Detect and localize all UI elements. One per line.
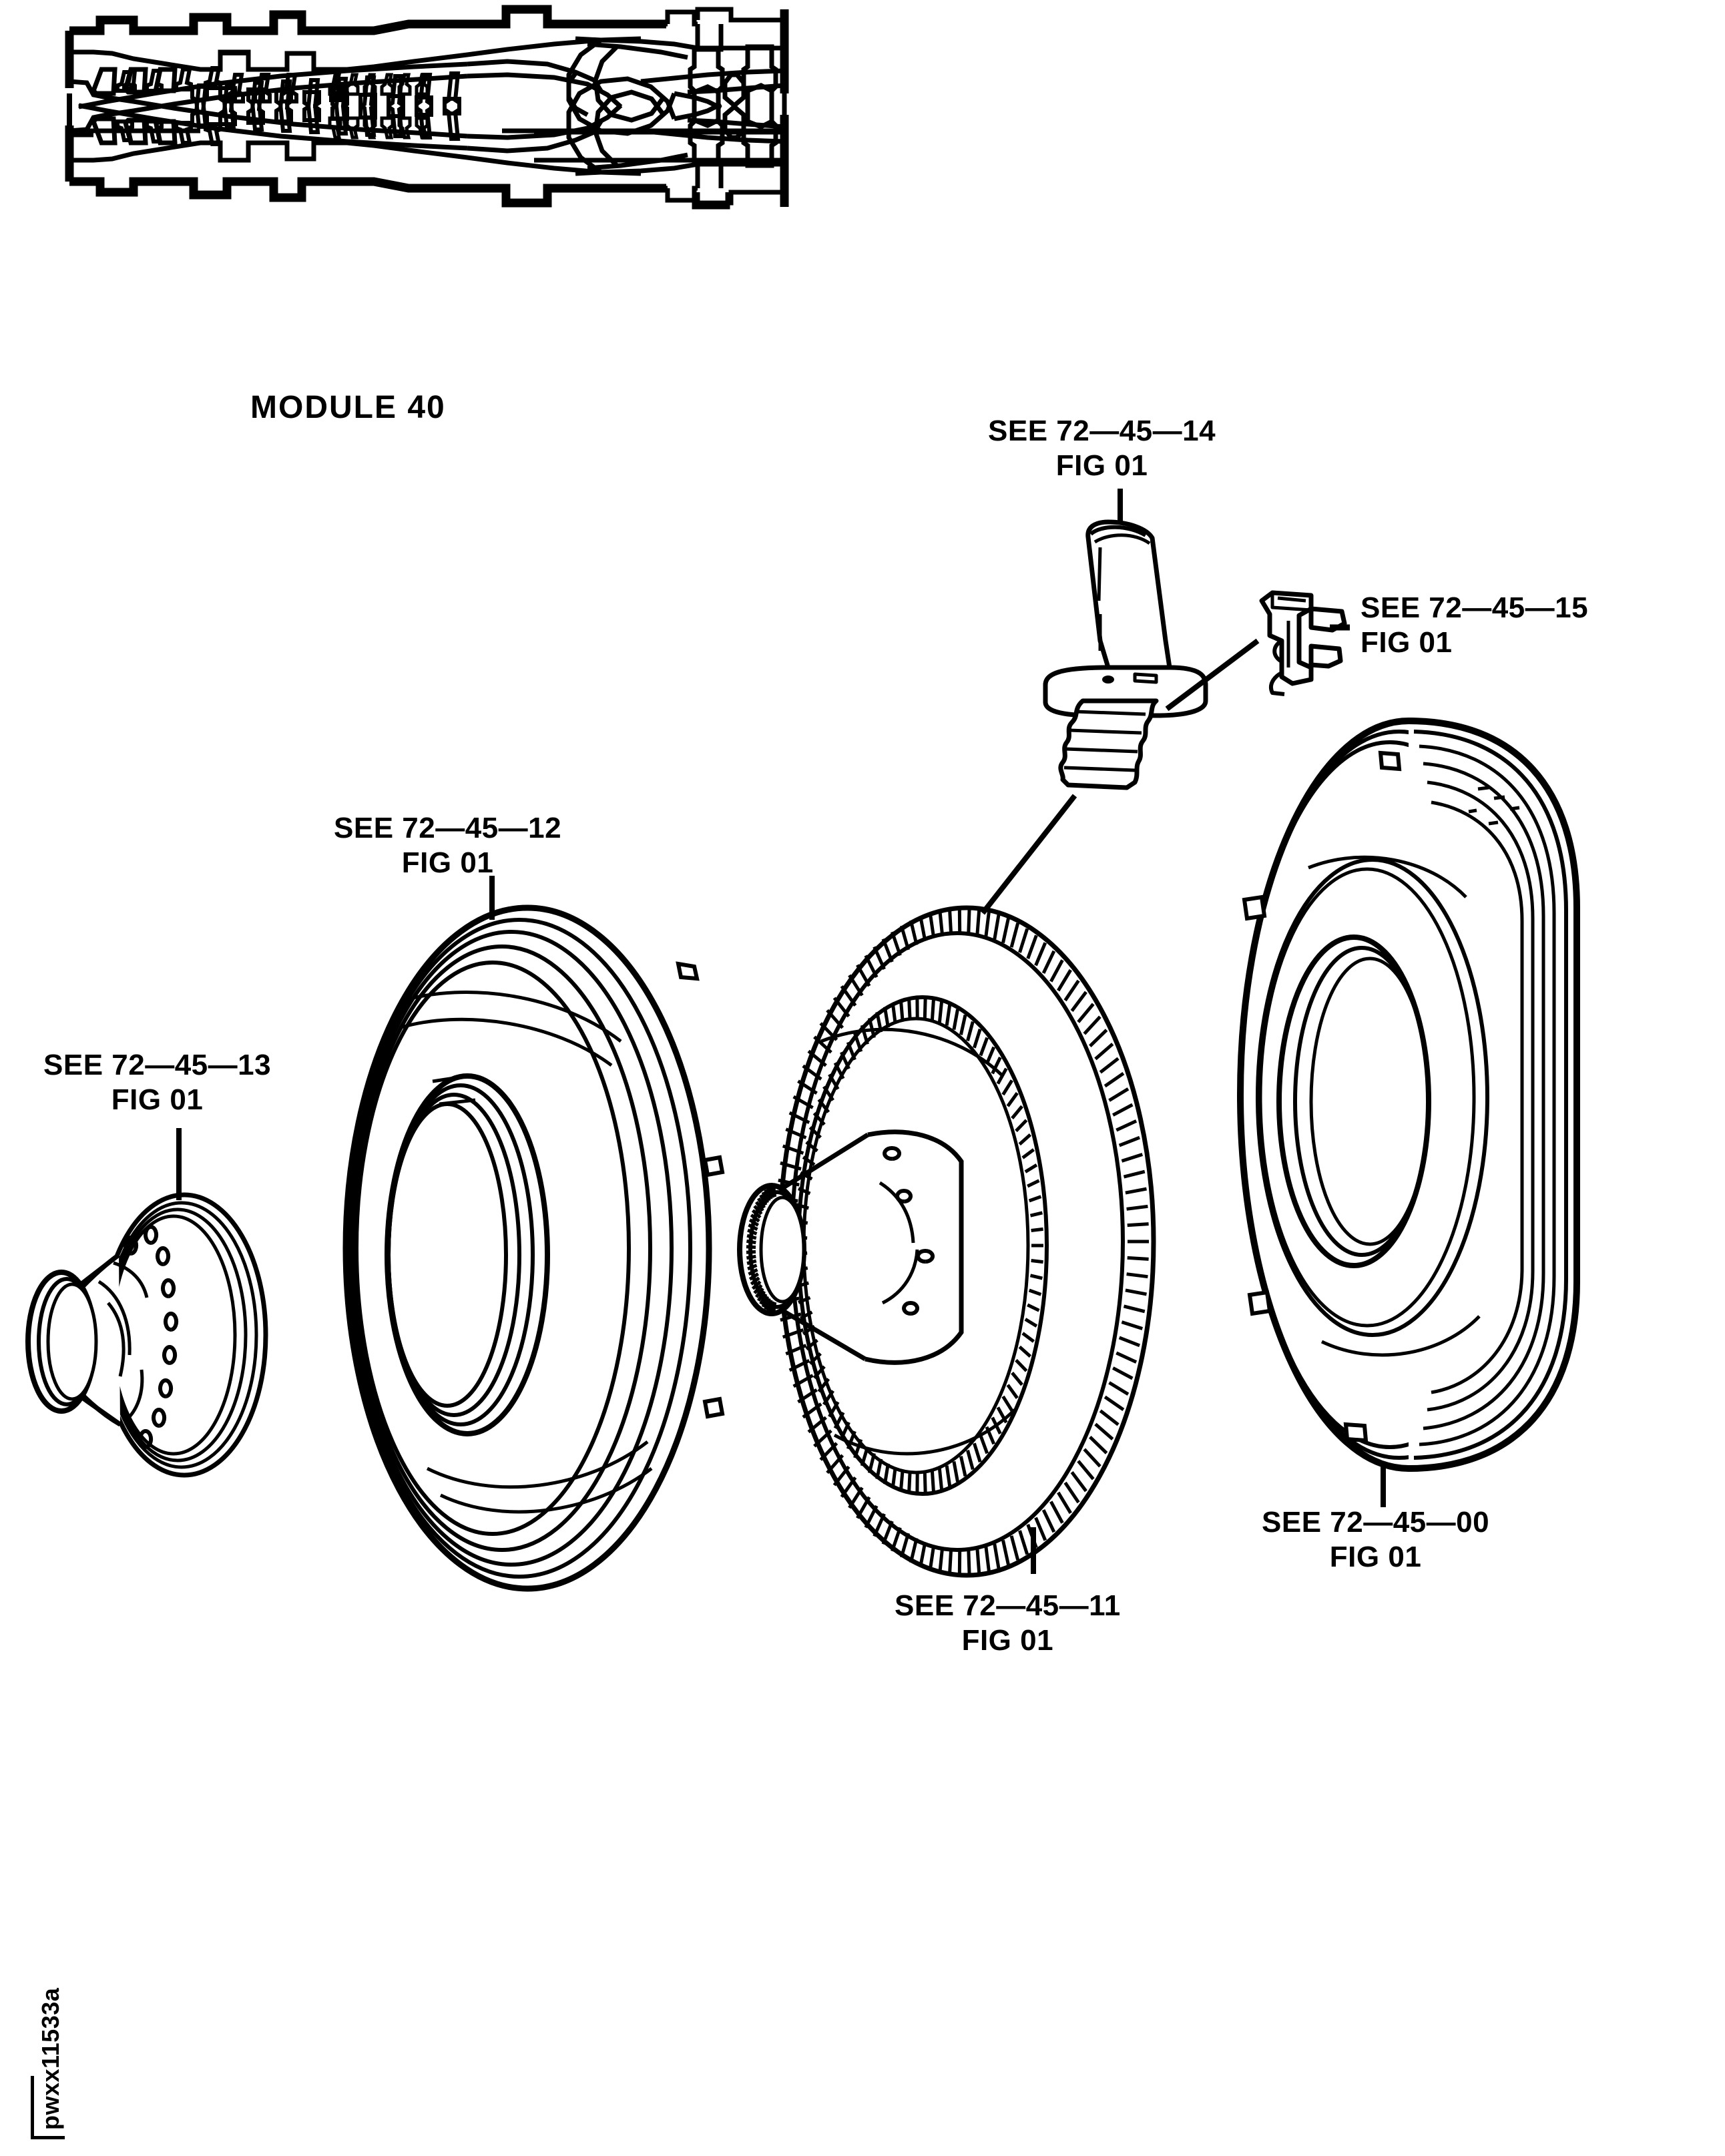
callout-line-2: FIG 01	[961, 1623, 1054, 1657]
callout-line-2: FIG 01	[1329, 1540, 1422, 1573]
callout-line-1: SEE 72—45—00	[1262, 1506, 1490, 1539]
callout-72-45-13: SEE 72—45—13 FIG 01	[43, 1048, 271, 1117]
callout-line-1: SEE 72—45—15	[1361, 591, 1589, 624]
callout-72-45-11: SEE 72—45—11 FIG 01	[895, 1589, 1121, 1658]
leader-clip-to-blade	[1165, 638, 1260, 712]
callout-line-2: FIG 01	[1055, 449, 1148, 482]
turbine-rotor-disc	[737, 905, 1156, 1578]
callout-72-45-12: SEE 72—45—12 FIG 01	[334, 811, 561, 880]
corner-bracket	[31, 2076, 65, 2139]
drawing-number-block: pwxx11533a	[31, 1936, 71, 2139]
seal-ring-assembly	[342, 904, 725, 1592]
callout-line-1: SEE 72—45—11	[895, 1589, 1121, 1622]
callout-line-2: FIG 01	[111, 1083, 204, 1116]
callout-line-2: FIG 01	[1361, 625, 1453, 659]
turbine-blade	[1043, 519, 1208, 790]
leader-lines	[176, 489, 1386, 1574]
callout-line-1: SEE 72—45—13	[43, 1049, 272, 1081]
casing-heavy-outline	[65, 5, 789, 208]
callout-line-2: FIG 01	[401, 846, 494, 879]
leader-blade-to-disc	[980, 794, 1077, 915]
callout-72-45-00: SEE 72—45—00 FIG 01	[1262, 1505, 1489, 1575]
drawing-number: pwxx11533a	[37, 1987, 64, 2130]
callout-line-1: SEE 72—45—12	[334, 812, 562, 844]
callout-72-45-15: SEE 72—45—15 FIG 01	[1361, 591, 1588, 660]
outer-case-shroud	[1237, 718, 1580, 1472]
callout-line-1: SEE 72—45—14	[988, 415, 1216, 447]
callout-72-45-14: SEE 72—45—14 FIG 01	[988, 414, 1216, 483]
module-caption: MODULE 40	[250, 390, 446, 425]
hub-shaft	[25, 1192, 268, 1478]
